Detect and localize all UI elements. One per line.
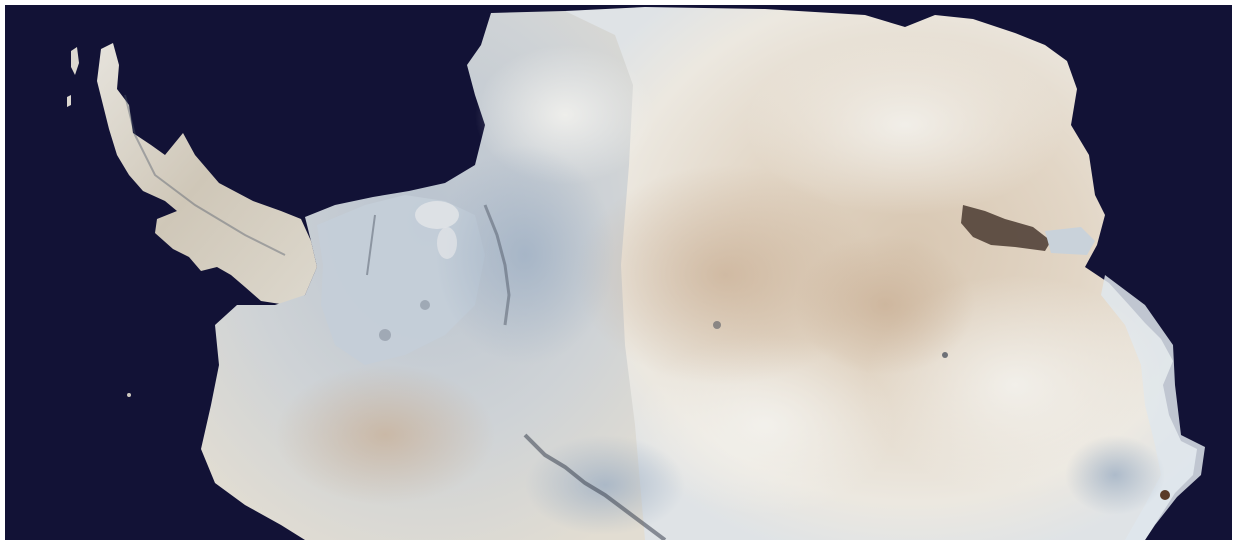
rock-outcrop: [420, 300, 430, 310]
mountain-range: [366, 214, 376, 276]
warm-tone: [795, 235, 975, 375]
peninsula: [97, 43, 317, 305]
warm-tone: [575, 165, 875, 385]
satellite-image: [5, 5, 1232, 540]
rock-outcrop: [942, 352, 948, 358]
blue-tone: [435, 145, 615, 365]
cloud-cover: [745, 35, 1065, 215]
mountain-range: [523, 433, 667, 540]
mountain-range: [483, 204, 511, 326]
amery-ice-shelf-edge: [1045, 227, 1095, 255]
mountain-range: [124, 94, 286, 256]
blue-tone: [525, 435, 685, 535]
island: [71, 47, 79, 75]
ice-rise: [437, 227, 457, 259]
rock-outcrop: [713, 321, 721, 329]
island: [127, 393, 131, 397]
rock-outcrop: [1160, 490, 1170, 500]
island: [67, 95, 71, 107]
amery-ice-shelf: [961, 205, 1051, 251]
blue-tone: [1065, 435, 1165, 515]
rock-outcrop: [379, 329, 391, 341]
warm-tone: [275, 365, 495, 505]
antarctica-mosaic: [5, 5, 1232, 540]
ice-rise: [415, 201, 459, 229]
